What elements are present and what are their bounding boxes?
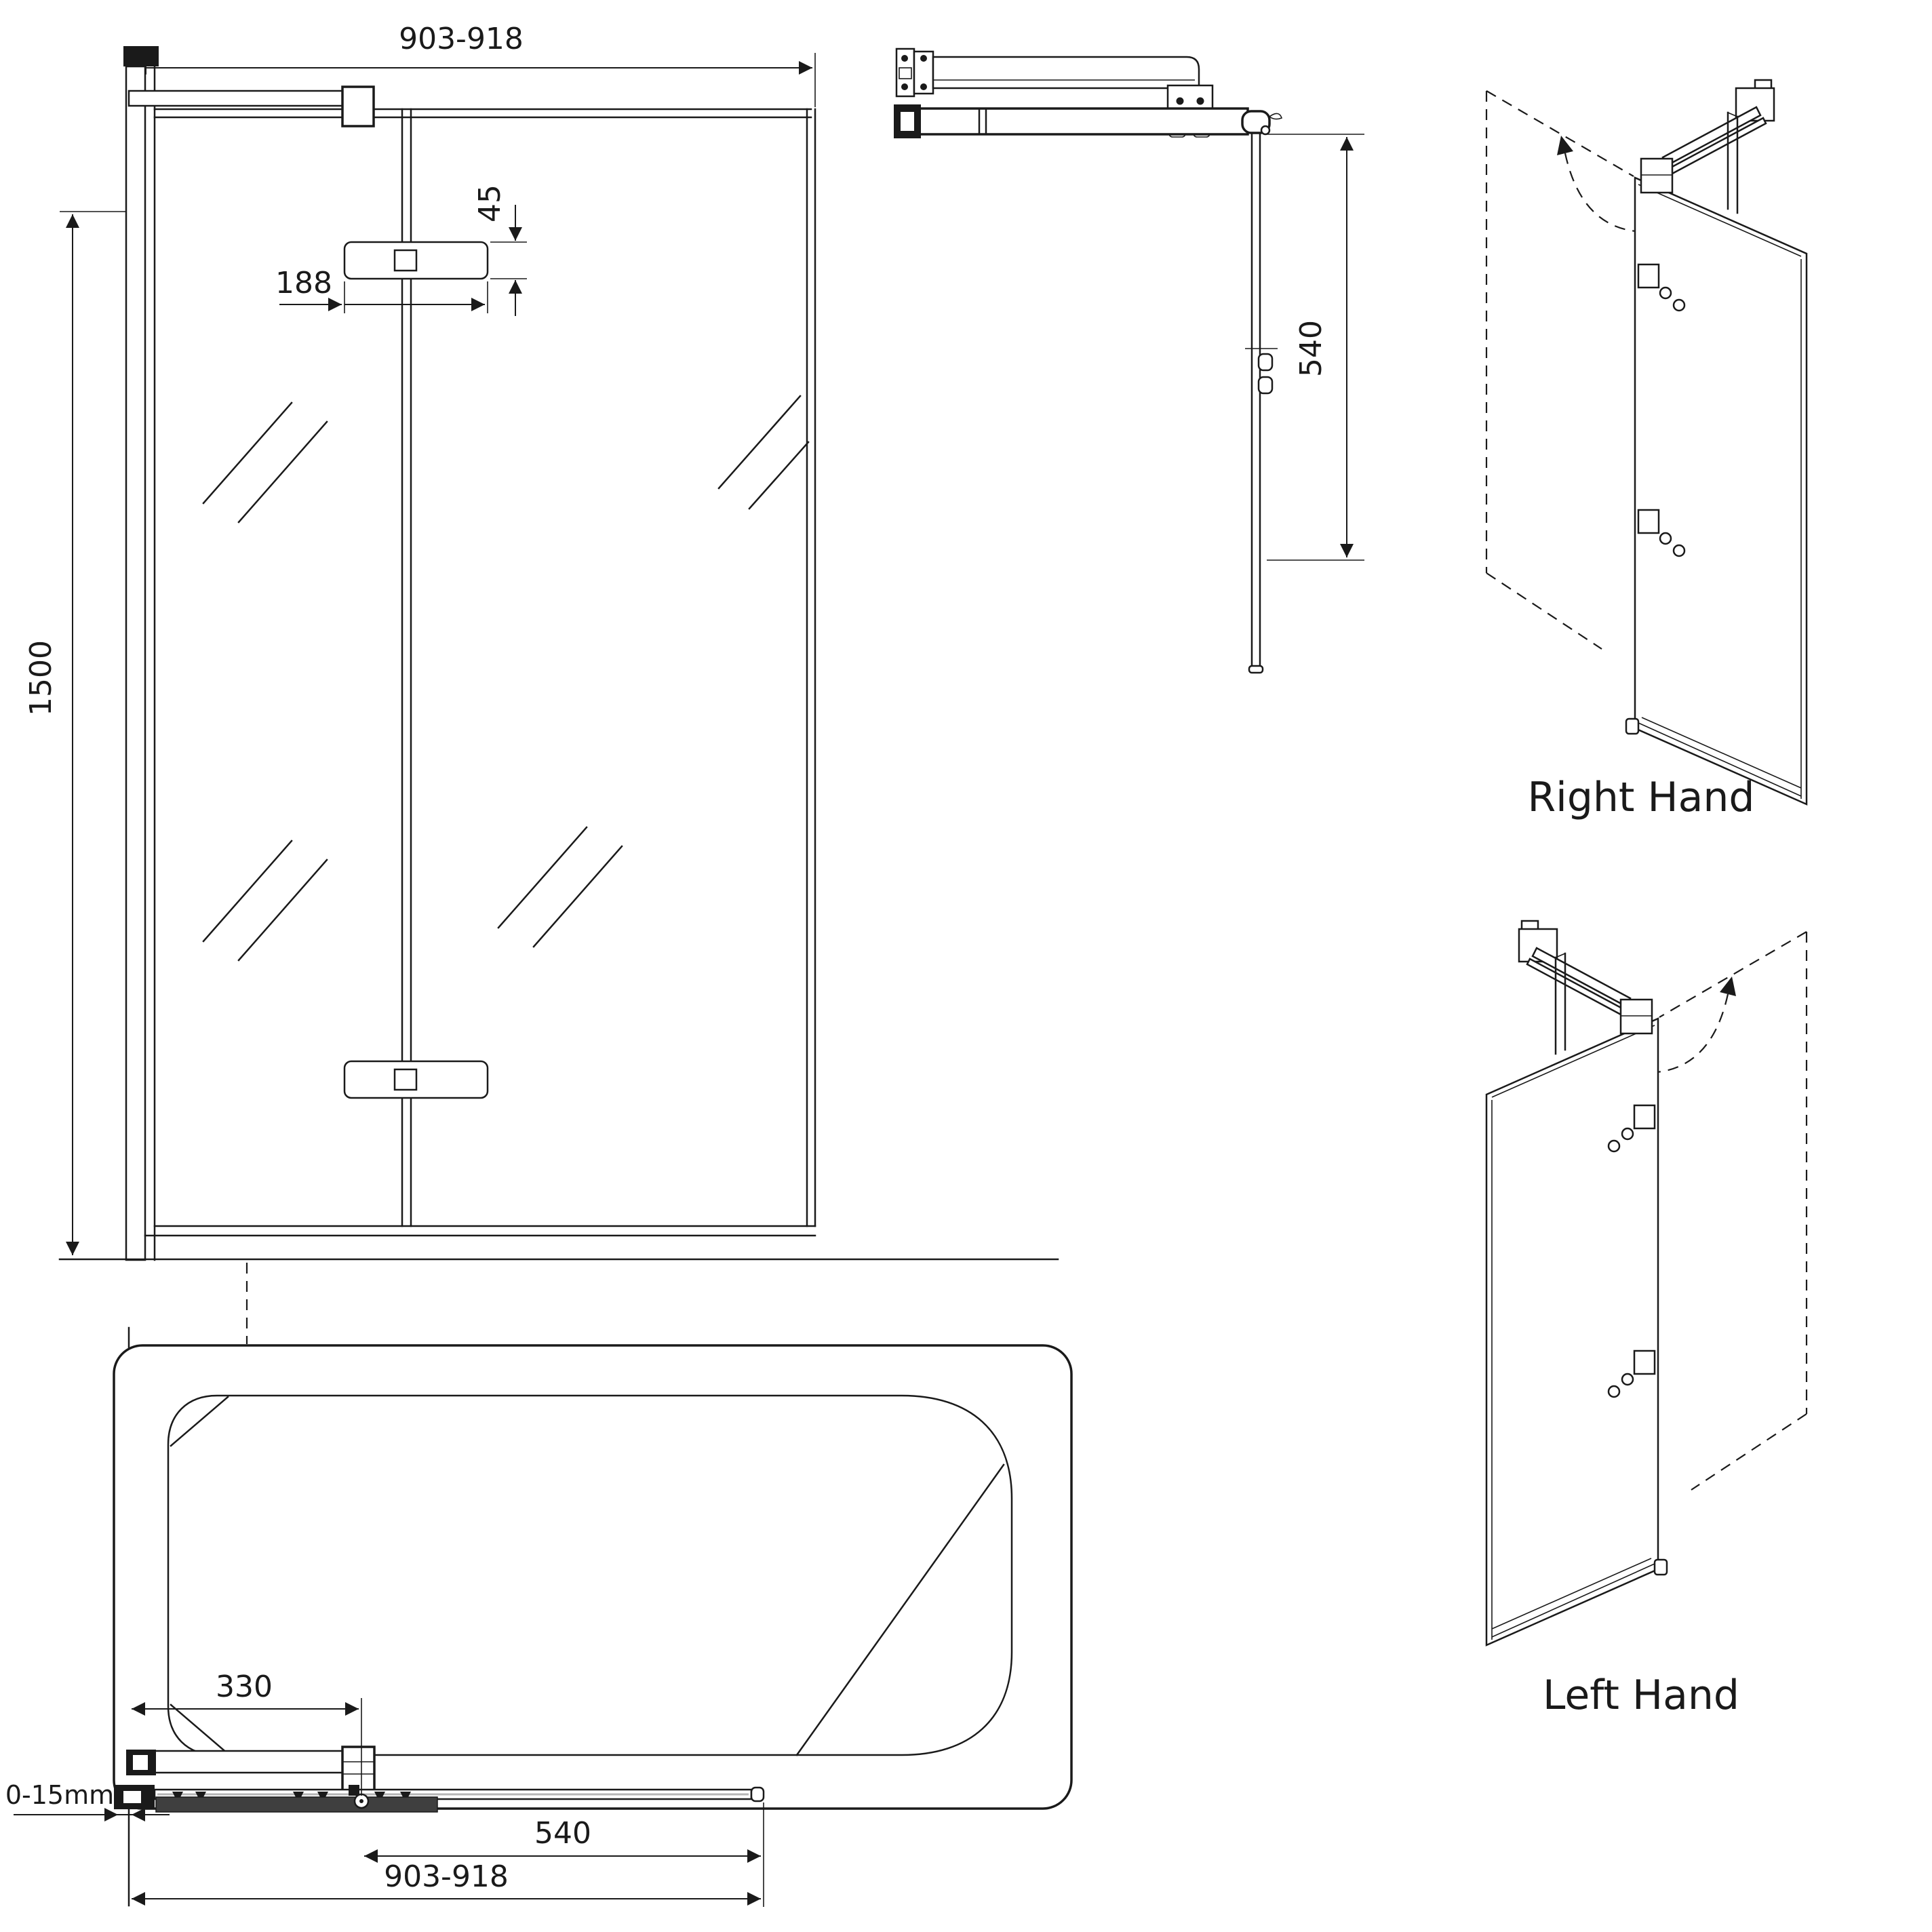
tub-slope-line [795, 1463, 1005, 1756]
front-width-label: 903-918 [399, 22, 524, 56]
left-hand-title: Left Hand [1543, 1672, 1739, 1719]
swing-arrow-icon [1720, 977, 1736, 996]
support-bar-bracket [341, 85, 375, 127]
right-hand-title: Right Hand [1527, 774, 1754, 821]
right-hand-view: Right Hand [1485, 79, 1808, 821]
plan-width-dimension: 903-918 [132, 1859, 761, 1906]
plan-330-label: 330 [216, 1670, 273, 1704]
front-height-dimension: 1500 [24, 211, 126, 1255]
left-hand-hinge-tabs [1607, 1104, 1656, 1398]
side-top-profile [894, 104, 1282, 138]
wall-profile [123, 46, 159, 1261]
bottom-end-cap [1625, 717, 1640, 735]
plan-adjustment-label: 0-15mm [5, 1780, 114, 1810]
lower-hinge [343, 1060, 489, 1099]
plan-540-dimension: 540 [364, 1802, 764, 1907]
front-width-dimension: 903-918 [130, 22, 816, 107]
plan-support-bar [153, 1750, 344, 1774]
right-hand-panel [1625, 176, 1808, 806]
glass-clip [1257, 353, 1274, 372]
plan-hinge-mechanism [155, 1785, 438, 1813]
right-hand-arm [1640, 79, 1775, 214]
left-hand-view: Left Hand [1485, 920, 1808, 1719]
front-height-label: 1500 [24, 640, 58, 716]
bottom-end-cap [1653, 1558, 1668, 1576]
glass-hatch-marks [202, 395, 810, 962]
side-view: 540 [894, 47, 1364, 674]
right-hand-hinge-tabs [1637, 263, 1686, 557]
support-bar [127, 90, 344, 107]
side-depth-dimension: 540 [1267, 134, 1364, 561]
hinge-height-label: 45 [473, 184, 507, 222]
side-wall-plate [895, 47, 934, 98]
plan-view: 330 0-15mm 540 903-918 [5, 1326, 1073, 1907]
hinge-width-dimension: 188 [275, 266, 488, 313]
wall-bracket-cap [123, 46, 159, 66]
hinge-height-dimension: 45 [473, 184, 527, 316]
front-elevation-view: 903-918 1500 [24, 22, 1059, 1344]
plan-adjustment-dimension: 0-15mm [5, 1780, 170, 1821]
plan-width-label: 903-918 [384, 1859, 509, 1894]
side-support-arm [932, 56, 1200, 90]
left-hand-panel [1485, 1017, 1668, 1647]
upper-hinge [343, 241, 489, 280]
hinge-width-label: 188 [275, 266, 332, 300]
side-depth-label: 540 [1294, 320, 1328, 377]
plan-540-label: 540 [534, 1816, 591, 1851]
bath-outer-rim [113, 1344, 1073, 1810]
side-glass-edge [1245, 133, 1278, 674]
left-hand-arm [1518, 920, 1653, 1055]
swing-arrow-icon [1557, 136, 1573, 155]
plan-330-dimension: 330 [132, 1670, 362, 1796]
